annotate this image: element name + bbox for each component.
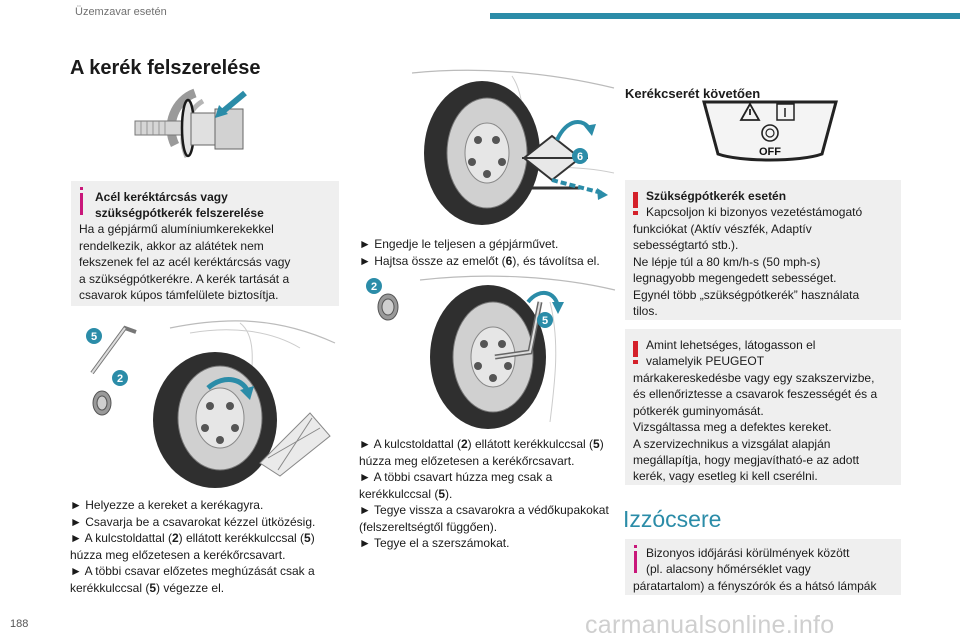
running-header: Üzemzavar esetén bbox=[75, 6, 167, 18]
dashboard-switch-panel: OFF bbox=[702, 100, 838, 162]
callout-2: 2 bbox=[371, 281, 377, 293]
warning-line: és ellenőriztesse a csavarok feszességét… bbox=[633, 387, 878, 401]
info-line: csavarok kúpos támfelülete biztosítja. bbox=[79, 288, 279, 302]
step-3-cont: húzza meg előzetesen a kerékőrcsavart. bbox=[70, 547, 286, 562]
info-line: rendelkezik, akkor az alátétek nem bbox=[79, 239, 264, 253]
watermark: carmanualsonline.info bbox=[585, 611, 835, 639]
bolt-washer-illustration bbox=[134, 88, 247, 159]
section-title-bulb-change: Izzócsere bbox=[623, 506, 722, 532]
warning-line: Kapcsoljon ki bizonyos vezetéstámogató bbox=[646, 205, 863, 219]
warning-line: Egynél több „szükségpótkerék” használata bbox=[633, 288, 860, 302]
step-store-tools: ► Tegye el a szerszámokat. bbox=[359, 536, 510, 550]
info-heading-2: szükségpótkerék felszerelése bbox=[95, 206, 264, 220]
steps-col2-b: ► A kulcstoldattal (2) ellátott kerékkul… bbox=[359, 436, 621, 552]
callout-2: 2 bbox=[117, 373, 123, 385]
warning-line: Ne lépje túl a 80 km/h-s (50 mph-s) bbox=[633, 255, 821, 269]
warning-line: Amint lehetséges, látogasson el bbox=[646, 338, 816, 352]
step-4: ► A többi csavar előzetes meghúzását csa… bbox=[70, 564, 315, 578]
callout-5: 5 bbox=[91, 331, 97, 343]
info-line: a szükségpótkerékre. A kerék tartását a bbox=[79, 272, 290, 286]
step-fold-jack: ► Hajtsa össze az emelőt (6), és távolít… bbox=[359, 253, 600, 268]
info-line: Ha a gépjármű alumíniumkerekekkel bbox=[79, 222, 274, 236]
step-caps-cont: (felszereltségtől függően). bbox=[359, 519, 498, 534]
wrench-badge bbox=[86, 328, 102, 344]
info-box-steel-rim: Acél keréktárcsás vagy szükségpótkerék f… bbox=[71, 181, 339, 306]
warning-icon bbox=[633, 341, 638, 357]
jack-lowering-illustration: 6 bbox=[411, 69, 615, 225]
warning-line: kerék, vagy esetleg ki kell cserélni. bbox=[633, 469, 818, 483]
warning-icon bbox=[633, 192, 638, 208]
info-icon-dot bbox=[634, 545, 637, 548]
warning-line: A szervizechnikus a vizsgálat alapján bbox=[633, 437, 831, 451]
step-other-bolts-cont: kerékkulccsal (5). bbox=[359, 486, 453, 501]
warning-line: valamelyik PEUGEOT bbox=[646, 354, 765, 368]
brake-assist-icon bbox=[761, 124, 779, 142]
info-book-icon bbox=[776, 103, 795, 121]
warning-icon-dot bbox=[633, 360, 638, 364]
warning-line: márkakereskedésbe vagy egy szakszervizbe… bbox=[633, 371, 875, 385]
info-line: Bizonyos időjárási körülmények között bbox=[646, 546, 850, 560]
warning-icon-dot bbox=[633, 211, 638, 215]
steps-col2-a: ► Engedje le teljesen a gépjárművet. ► H… bbox=[359, 236, 619, 269]
warning-line: pótkerék guminyomását. bbox=[633, 404, 764, 418]
warning-heading: Szükségpótkerék esetén bbox=[646, 189, 787, 203]
step-tighten: ► A kulcstoldattal (2) ellátott kerékkul… bbox=[359, 437, 604, 451]
step-tighten-cont: húzza meg előzetesen a kerékőrcsavart. bbox=[359, 453, 575, 468]
header-accent-bar bbox=[490, 13, 960, 19]
info-heading-1: Acél keréktárcsás vagy bbox=[95, 190, 228, 204]
section-title-wheel-fitting: A kerék felszerelése bbox=[70, 57, 261, 79]
section-title-after-change: Kerékcserét követően bbox=[625, 86, 761, 101]
info-icon bbox=[634, 551, 637, 573]
warning-box-spare-wheel: Szükségpótkerék esetén Kapcsoljon ki biz… bbox=[625, 180, 901, 320]
info-line: fekszenek fel az acél keréktárcsás vagy bbox=[79, 255, 291, 269]
warning-line: megállapítja, hogy megjavítható-e az ado… bbox=[633, 453, 860, 467]
warning-box-dealer-check: Amint lehetséges, látogasson el valamely… bbox=[625, 329, 901, 485]
step-caps: ► Tegye vissza a csavarokra a védőkupako… bbox=[359, 503, 609, 517]
callout-6: 6 bbox=[577, 151, 583, 163]
wheel-wrench-illustration: 5 2 bbox=[86, 320, 336, 488]
info-icon bbox=[80, 193, 83, 215]
info-box-bulbs: Bizonyos időjárási körülmények között (p… bbox=[625, 539, 901, 595]
step-3: ► A kulcstoldattal (2) ellátott kerékkul… bbox=[70, 531, 315, 545]
step-4-cont: kerékkulccsal (5) végezze el. bbox=[70, 580, 225, 595]
page-number: 188 bbox=[10, 618, 29, 630]
warning-line: funkciókat (Aktív vészfék, Adaptív bbox=[633, 222, 812, 236]
warning-line: Vizsgáltassa meg a defektes kereket. bbox=[633, 420, 832, 434]
off-label: OFF bbox=[759, 146, 781, 158]
warning-line: sebességtartó stb.). bbox=[633, 238, 739, 252]
info-icon-dot bbox=[80, 187, 83, 190]
hazard-warning-icon bbox=[739, 102, 761, 121]
steps-col1: ► Helyezze a kereket a kerékagyra. ► Csa… bbox=[70, 497, 340, 596]
warning-line: legnagyobb megengedett sebességet. bbox=[633, 271, 837, 285]
info-line: (pl. alacsony hőmérséklet vagy bbox=[646, 562, 811, 576]
step-1: ► Helyezze a kereket a kerékagyra. bbox=[70, 498, 264, 512]
callout-5: 5 bbox=[542, 315, 548, 327]
step-2: ► Csavarja be a csavarokat kézzel ütközé… bbox=[70, 514, 316, 529]
info-line: páratartalom) a fényszórók és a hátsó lá… bbox=[633, 579, 877, 593]
step-other-bolts: ► A többi csavart húzza meg csak a bbox=[359, 470, 553, 484]
step-lower-car: ► Engedje le teljesen a gépjárművet. bbox=[359, 237, 559, 251]
warning-line: tilos. bbox=[633, 304, 658, 318]
wheel-tighten-illustration: 5 2 bbox=[366, 275, 616, 429]
